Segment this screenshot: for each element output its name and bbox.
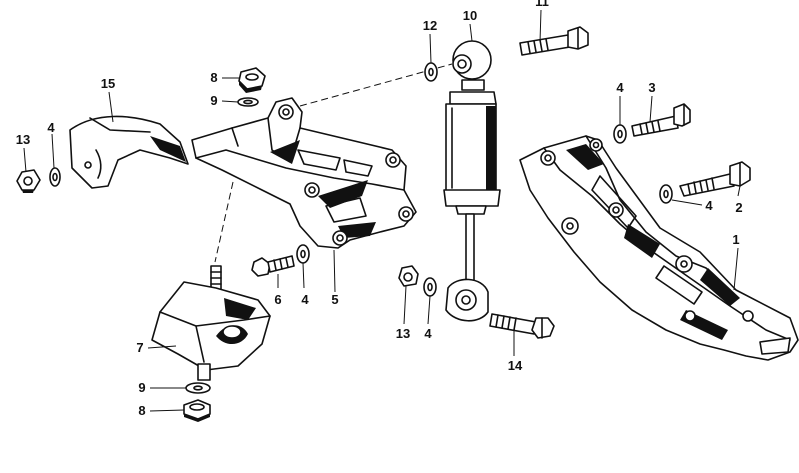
callout-13-left: 13 bbox=[16, 132, 30, 147]
part-vibration-damper bbox=[443, 40, 501, 322]
callout-8-bottom: 8 bbox=[138, 403, 145, 418]
part-washer-middle bbox=[296, 244, 310, 264]
part-washer-left bbox=[49, 167, 61, 187]
part-nut-top bbox=[238, 67, 266, 93]
callout-4-lower: 4 bbox=[424, 326, 432, 341]
assembly-line-vertical bbox=[214, 181, 234, 263]
callout-1: 1 bbox=[732, 232, 739, 247]
callout-10: 10 bbox=[463, 8, 477, 23]
part-bolt-right-lower bbox=[679, 161, 751, 197]
callout-12: 12 bbox=[423, 18, 437, 33]
callout-4-middle: 4 bbox=[301, 292, 309, 307]
callout-4-right-lower: 4 bbox=[705, 198, 713, 213]
part-support-arm bbox=[519, 135, 799, 361]
part-engine-mount bbox=[151, 265, 271, 381]
callout-labels: 1 2 3 4 4 4 4 4 5 6 7 8 8 9 9 10 11 12 1… bbox=[16, 0, 743, 418]
part-bolt-middle bbox=[251, 255, 295, 277]
callout-9-bottom: 9 bbox=[138, 380, 145, 395]
callout-4-right-upper: 4 bbox=[616, 80, 624, 95]
callout-11: 11 bbox=[535, 0, 549, 9]
callout-9-top: 9 bbox=[210, 93, 217, 108]
callout-7: 7 bbox=[136, 340, 143, 355]
part-washer-upper-damper bbox=[424, 62, 438, 82]
part-washer-bottom bbox=[185, 382, 211, 394]
callout-15: 15 bbox=[101, 76, 115, 91]
part-bolt-top bbox=[519, 26, 589, 56]
callout-8-top: 8 bbox=[210, 70, 217, 85]
part-washer-right-lower bbox=[659, 184, 673, 204]
leader-lines bbox=[23, 9, 741, 412]
part-nut-bottom bbox=[183, 399, 211, 422]
callout-4-left: 4 bbox=[47, 120, 55, 135]
part-washer-right-upper bbox=[613, 124, 627, 144]
callout-14: 14 bbox=[508, 358, 523, 373]
callout-5: 5 bbox=[331, 292, 338, 307]
part-washer-lower bbox=[423, 277, 437, 297]
part-heat-shield bbox=[69, 115, 189, 189]
assembly-line-top bbox=[299, 63, 453, 107]
part-nut-lower bbox=[398, 265, 419, 287]
part-bolt-lower bbox=[489, 313, 555, 339]
part-engine-bracket bbox=[191, 97, 417, 249]
part-bolt-right-upper bbox=[631, 103, 691, 137]
callout-2: 2 bbox=[735, 200, 742, 215]
callout-6: 6 bbox=[274, 292, 281, 307]
part-washer-top bbox=[237, 97, 259, 107]
callout-3: 3 bbox=[648, 80, 655, 95]
part-nut-left bbox=[16, 169, 41, 193]
callout-13-lower: 13 bbox=[396, 326, 410, 341]
